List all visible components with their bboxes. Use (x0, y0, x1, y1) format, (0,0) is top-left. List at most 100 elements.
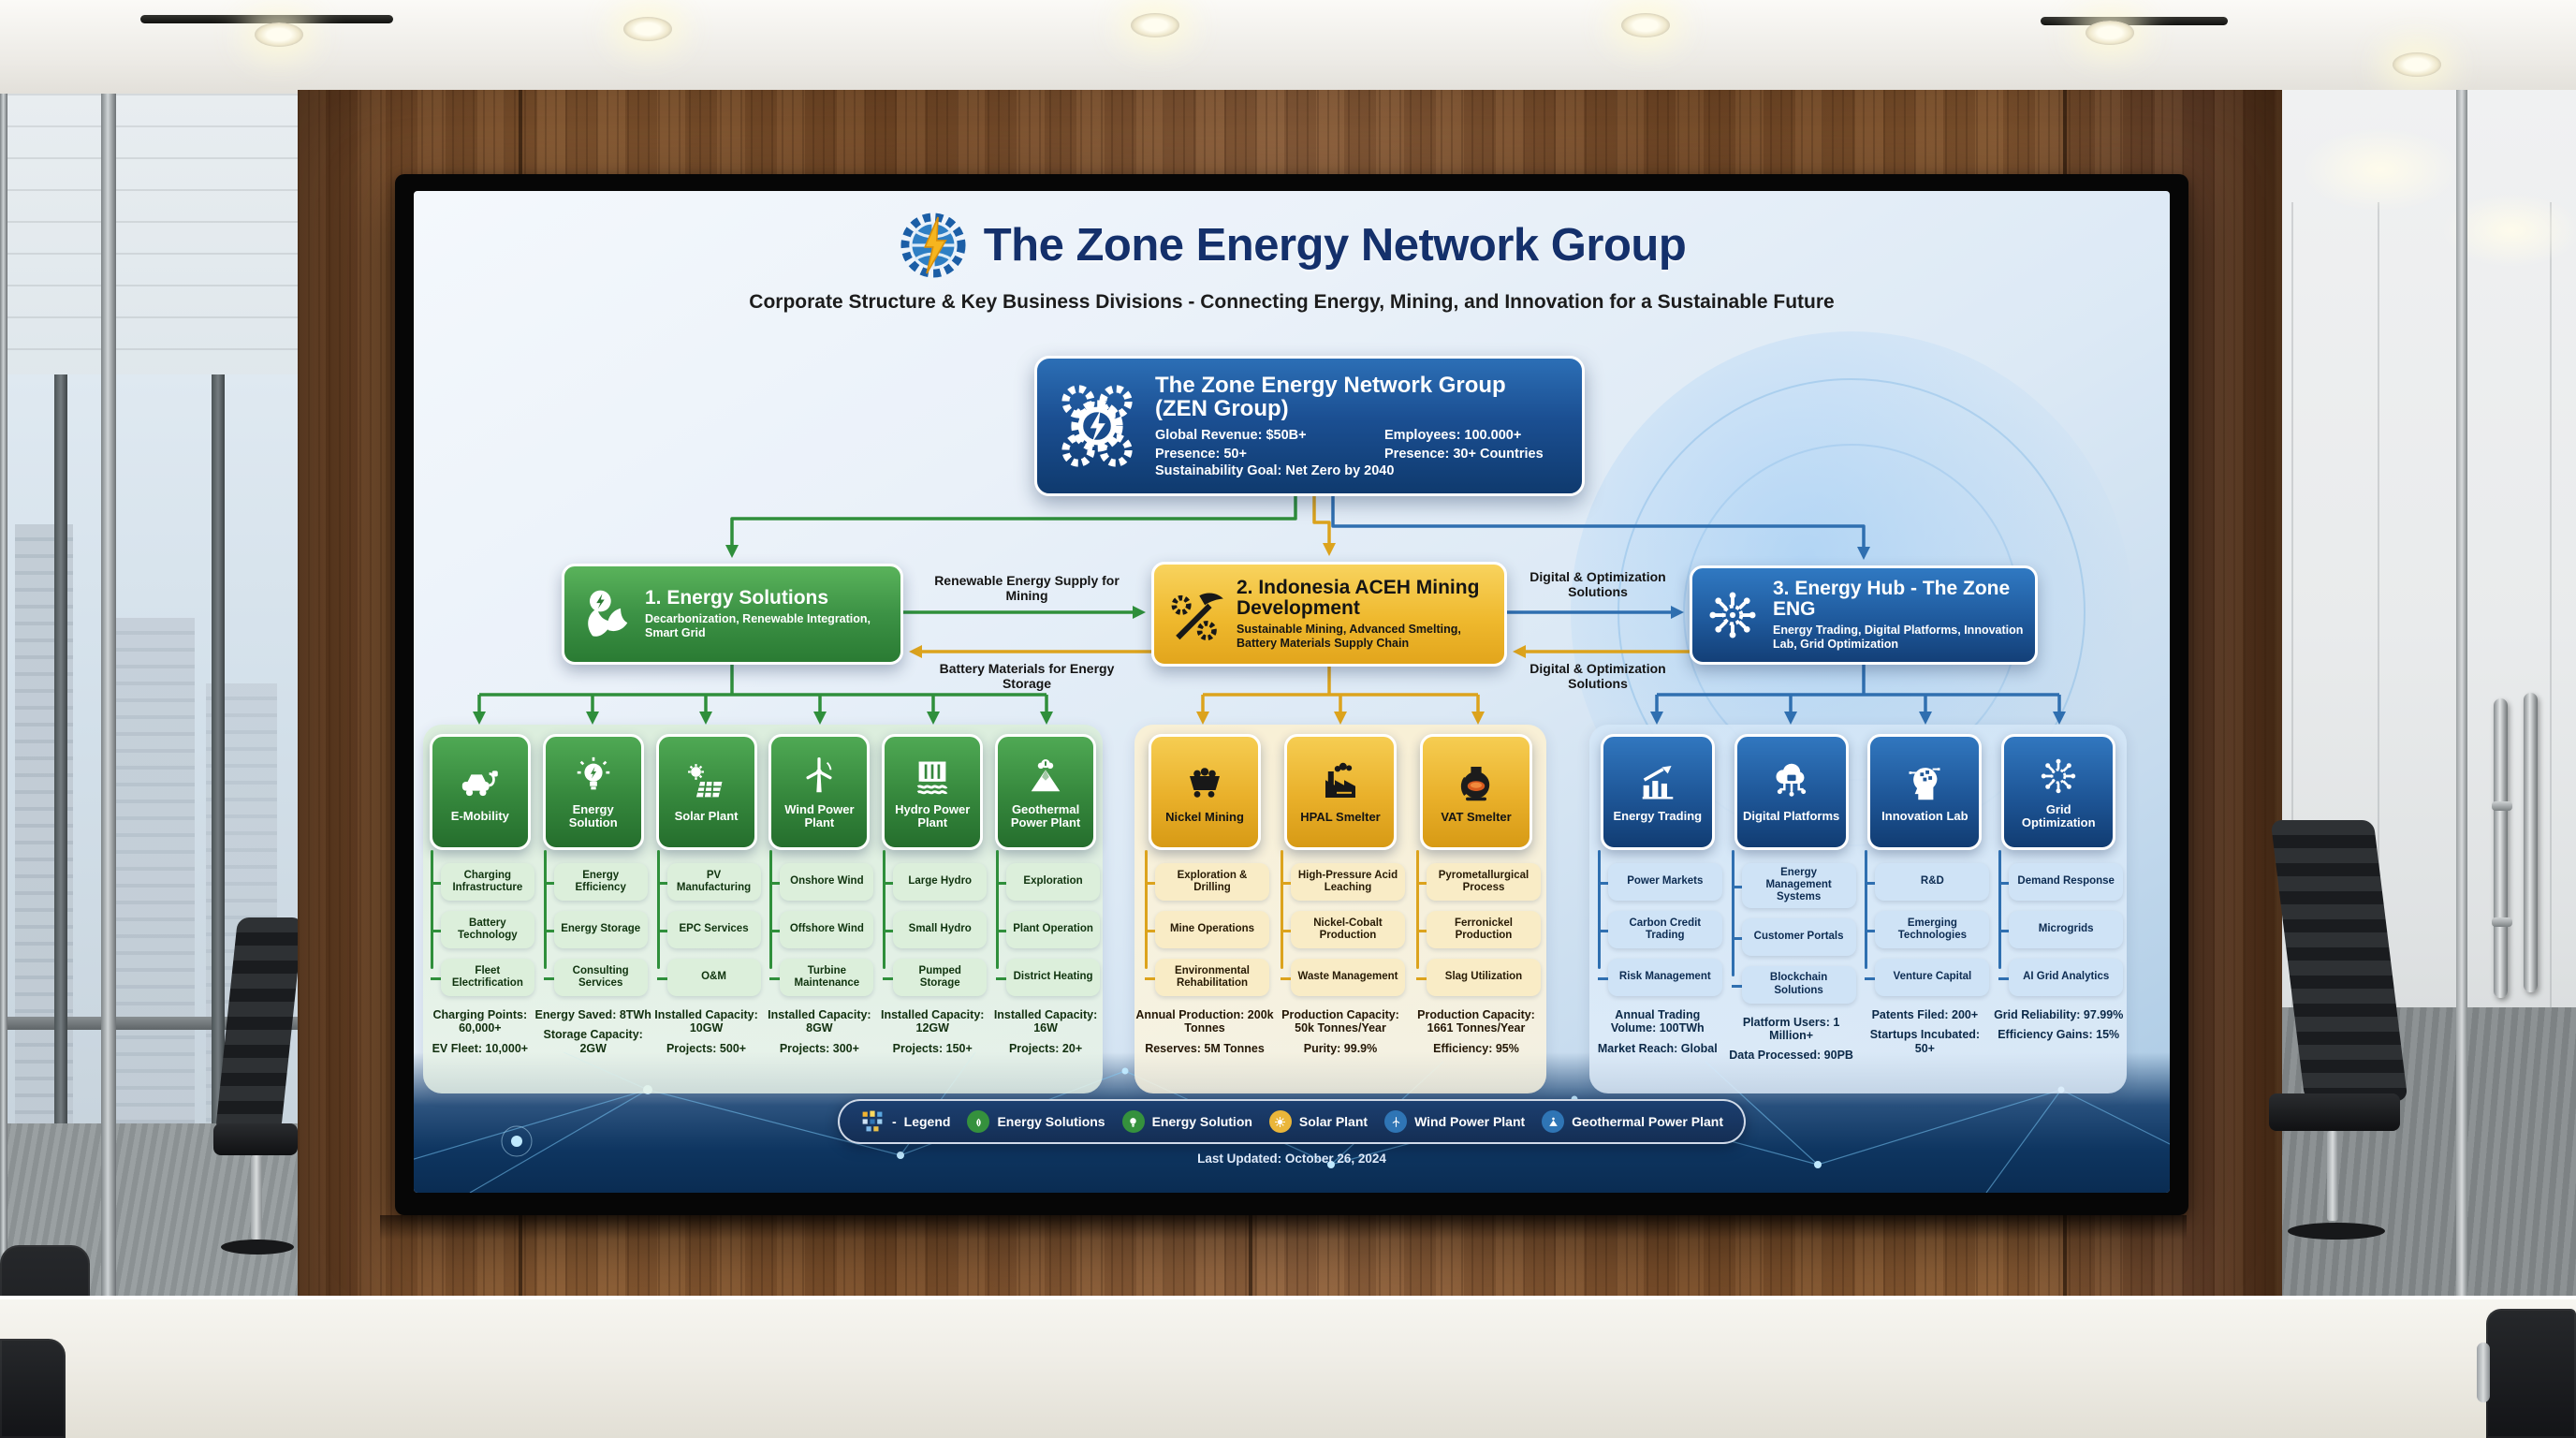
flow-label-green-to-yellow: Renewable Energy Supply for Mining (934, 573, 1120, 604)
ceiling-downlight (1131, 13, 1179, 37)
sub-division-label: E-Mobility (450, 808, 509, 823)
legend-key: - Legend (860, 1109, 950, 1134)
column-nickel-mining: Nickel Mining Exploration & Drilling Min… (1135, 734, 1274, 1055)
zen-gears-icon (1052, 376, 1142, 476)
sub-division-label: Digital Platforms (1742, 808, 1840, 823)
door-handle-pin (2492, 917, 2512, 927)
kpi-stat: Purity: 99.9% (1303, 1041, 1378, 1055)
division-card-energy-solutions: 1. Energy Solutions Decarbonization, Ren… (562, 564, 903, 665)
ceiling-downlight (623, 17, 672, 41)
capability-chip: High-Pressure Acid Leaching (1281, 863, 1405, 901)
capability-chip: District Heating (996, 959, 1101, 996)
lightbulb-icon (1121, 1110, 1145, 1133)
hydro-dam-icon (911, 755, 954, 798)
capability-list: Power Markets Carbon Credit Trading Risk… (1593, 850, 1722, 1006)
legend-item-label: Energy Solutions (997, 1114, 1105, 1129)
capability-chip: PV Manufacturing (656, 863, 761, 901)
door-handle[interactable] (2494, 698, 2508, 998)
sub-division-card: Energy Solution (542, 734, 644, 850)
division-title: 1. Energy Solutions (645, 586, 829, 609)
capability-list: R&D Emerging Technologies Venture Capita… (1860, 850, 1990, 1006)
root-company-card: The Zone Energy Network Group (ZEN Group… (1034, 356, 1585, 496)
kpi-stat: Market Reach: Global (1597, 1041, 1718, 1055)
cloud-platform-icon (1770, 761, 1813, 804)
smelter-factory-icon (1318, 760, 1363, 805)
capability-chip: Consulting Services (543, 959, 648, 996)
capability-chip: Customer Portals (1731, 917, 1856, 956)
wall-display: The Zone Energy Network Group Corporate … (395, 174, 2188, 1215)
kpi-stat: Data Processed: 90PB (1729, 1049, 1853, 1063)
capability-chip: Microgrids (1998, 911, 2124, 948)
capability-chip: Battery Technology (430, 911, 534, 948)
kpi-stat: Charging Points: 60,000+ (432, 1008, 528, 1035)
capability-list: Exploration & Drilling Mine Operations E… (1140, 850, 1269, 1006)
capability-list: Energy Management Systems Customer Porta… (1727, 850, 1856, 1014)
division-subtitle: Decarbonization, Renewable Integration, … (645, 612, 871, 640)
glass-mullion (101, 94, 116, 1438)
kpi-stat: Production Capacity: 50k Tonnes/Year (1281, 1008, 1399, 1035)
capability-chip: Carbon Credit Trading (1597, 911, 1722, 948)
legend-item-label: Wind Power Plant (1414, 1114, 1526, 1129)
sub-division-label: Wind Power Plant (784, 801, 855, 829)
capability-chip: Ferronickel Production (1416, 911, 1541, 948)
capability-chip: Mine Operations (1145, 911, 1269, 948)
kpi-stat: Installed Capacity: 16W (993, 1008, 1098, 1035)
sub-division-card: Hydro Power Plant (882, 734, 984, 850)
sub-division-card: Energy Trading (1600, 734, 1715, 850)
kpi-stat: Installed Capacity: 8GW (768, 1008, 871, 1035)
capability-chip: Turbine Maintenance (769, 959, 874, 996)
ceiling-downlight (255, 22, 303, 47)
root-company-name: The Zone Energy Network Group (1155, 372, 1506, 398)
conference-table (0, 1296, 2576, 1438)
kpi-stat: Energy Saved: 8TWh (534, 1008, 651, 1021)
capability-list: Onshore Wind Offshore Wind Turbine Maint… (765, 850, 874, 1006)
mine-cart-icon (1182, 760, 1227, 805)
kpi-stat: Projects: 150+ (892, 1041, 973, 1055)
sub-division-card: Solar Plant (655, 734, 757, 850)
sub-division-label: Nickel Mining (1165, 809, 1244, 824)
capability-list: High-Pressure Acid Leaching Nickel-Cobal… (1276, 850, 1405, 1006)
flow-label-yellow-to-green: Battery Materials for Energy Storage (939, 661, 1115, 692)
sub-division-card: E-Mobility (429, 734, 531, 850)
sub-division-label: HPAL Smelter (1300, 809, 1381, 824)
wind-turbine-icon (1384, 1110, 1408, 1133)
column-e-mobility: E-Mobility Charging Infrastructure Batte… (424, 734, 536, 1055)
kpi-stat: Production Capacity: 1661 Tonnes/Year (1417, 1008, 1535, 1035)
capability-list: Large Hydro Small Hydro Pumped Storage (878, 850, 988, 1006)
glass-frame (0, 94, 7, 1438)
sub-division-label: Geothermal Power Plant (1010, 801, 1081, 829)
capability-list: Charging Infrastructure Battery Technolo… (426, 850, 534, 1006)
column-digital-platforms: Digital Platforms Energy Management Syst… (1726, 734, 1857, 1063)
root-stat: Global Revenue: $50B+ (1155, 428, 1307, 444)
capability-list: Pyrometallurgical Process Ferronickel Pr… (1412, 850, 1541, 1006)
last-updated-note: Last Updated: October 26, 2024 (1197, 1152, 1386, 1166)
division-subtitle: Sustainable Mining, Advanced Smelting, B… (1237, 623, 1461, 651)
pickaxe-gears-icon (1165, 584, 1225, 644)
office-chair (2269, 820, 2409, 1269)
building-silhouette (116, 618, 195, 1123)
column-energy-solution: Energy Solution Energy Efficiency Energy… (534, 734, 651, 1055)
ceiling-downlight (2393, 52, 2441, 77)
column-energy-trading: Energy Trading Power Markets Carbon Cred… (1592, 734, 1723, 1055)
column-wind-power-plant: Wind Power Plant Onshore Wind Offshore W… (763, 734, 875, 1055)
capability-chip: EPC Services (656, 911, 761, 948)
sub-division-card: VAT Smelter (1420, 734, 1532, 850)
flow-label-yellow-to-blue: Digital & Optimization Solutions (1530, 569, 1666, 600)
capability-chip: Risk Management (1597, 959, 1722, 996)
capability-list: Exploration Plant Operation District Hea… (991, 850, 1101, 1006)
door-handle[interactable] (2524, 693, 2538, 992)
legend-item: Geothermal Power Plant (1542, 1110, 1723, 1133)
root-company-short: (ZEN Group) (1155, 396, 1289, 422)
legend-label: Legend (903, 1114, 951, 1129)
column-grid-optimization: Grid Optimization Demand Response Microg… (1993, 734, 2124, 1042)
legend-dash: - (892, 1114, 897, 1129)
capability-chip: Slag Utilization (1416, 959, 1541, 996)
capability-chip: Environmental Rehabilitation (1145, 959, 1269, 996)
vat-crucible-icon (1454, 760, 1499, 805)
geothermal-mountain-icon (1542, 1110, 1565, 1133)
column-geothermal-power-plant: Geothermal Power Plant Exploration Plant… (989, 734, 1102, 1055)
root-stat: Presence: 30+ Countries (1384, 446, 1544, 462)
kpi-stat: Storage Capacity: 2GW (543, 1028, 643, 1055)
connector-lines (473, 496, 2066, 725)
capability-chip: Large Hydro (883, 863, 988, 901)
